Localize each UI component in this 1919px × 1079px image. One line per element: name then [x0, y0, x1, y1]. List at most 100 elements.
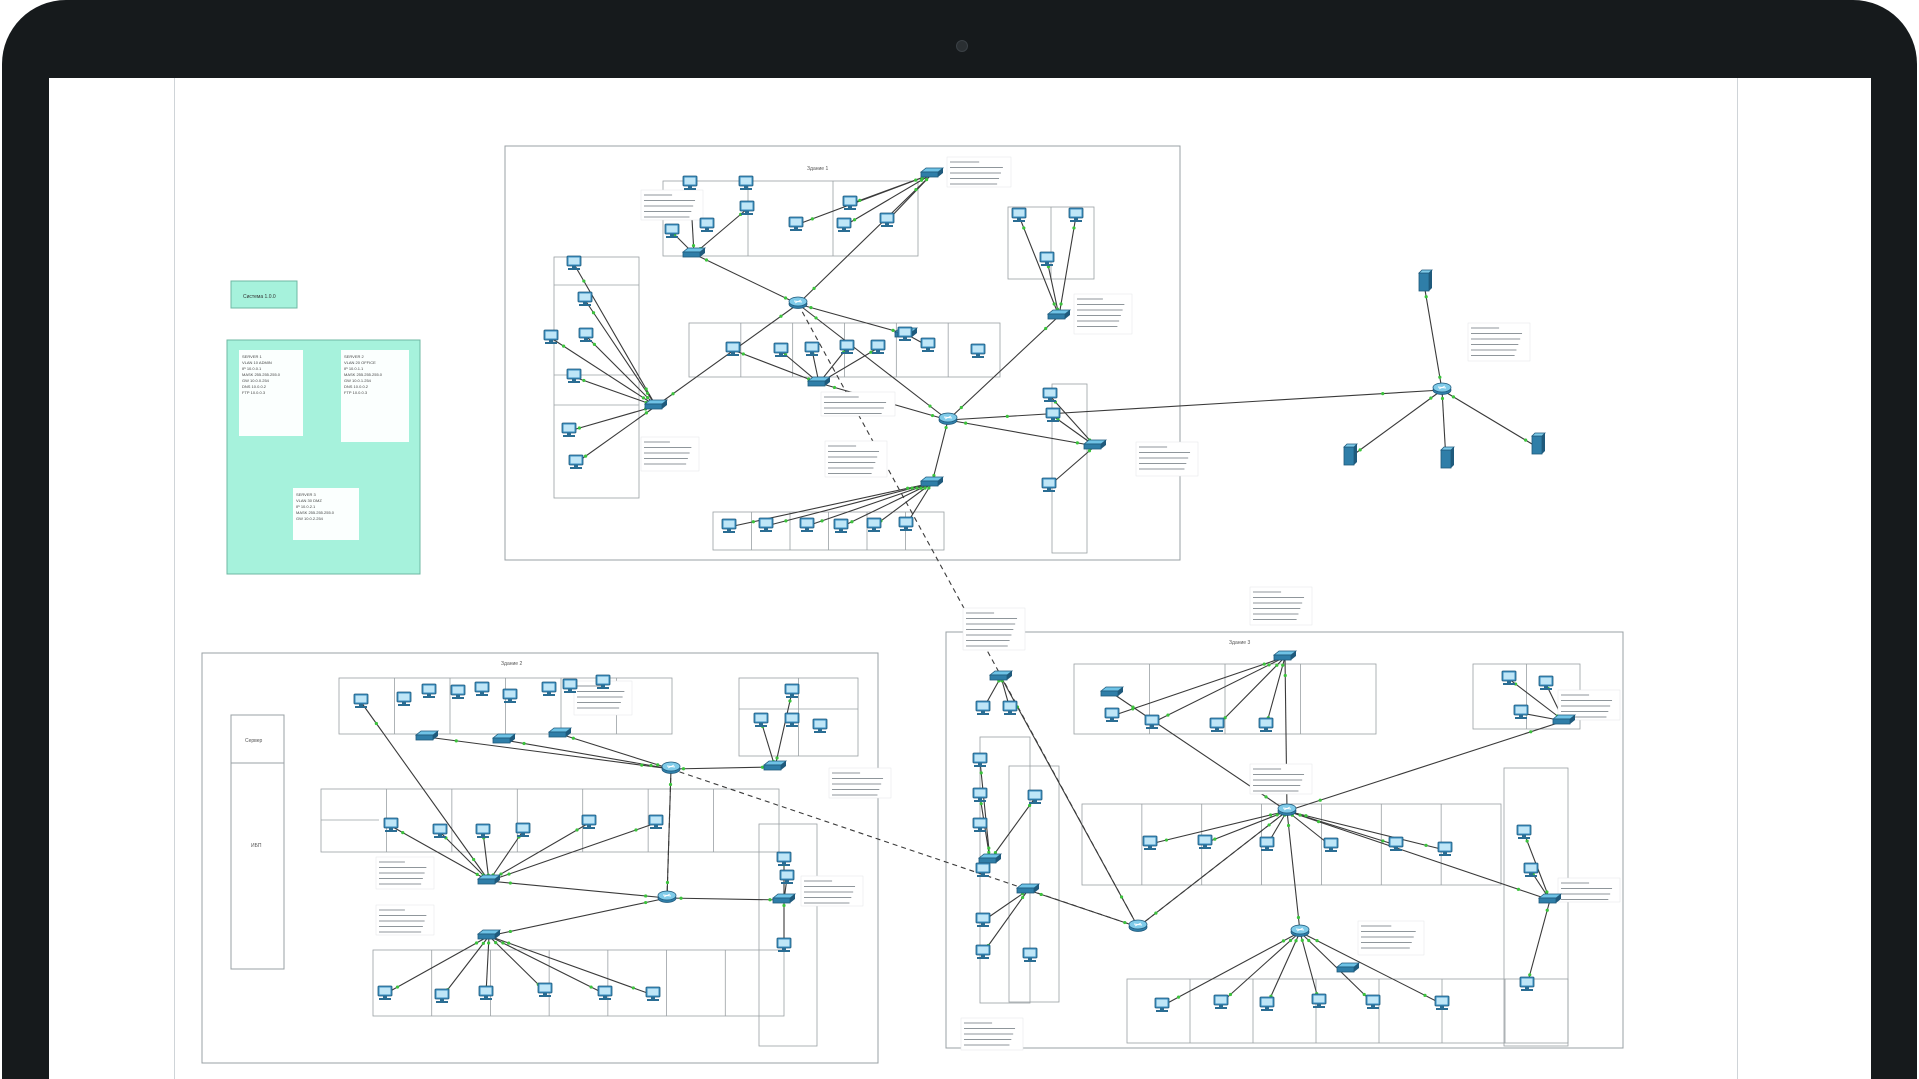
- network-link[interactable]: [441, 935, 490, 998]
- network-link[interactable]: [982, 889, 1029, 954]
- network-link[interactable]: [1286, 810, 1397, 846]
- pc-icon[interactable]: [753, 712, 769, 728]
- router-icon[interactable]: [661, 761, 681, 774]
- network-link[interactable]: [693, 253, 799, 305]
- network-link[interactable]: [488, 935, 606, 995]
- network-link[interactable]: [485, 935, 490, 995]
- network-link[interactable]: [760, 720, 776, 768]
- pc-icon[interactable]: [537, 982, 553, 998]
- network-link[interactable]: [979, 760, 991, 861]
- network-link[interactable]: [488, 830, 524, 882]
- side-rack[interactable]: [230, 714, 285, 970]
- pc-icon[interactable]: [478, 985, 494, 1001]
- network-link[interactable]: [390, 825, 490, 882]
- pc-icon[interactable]: [682, 175, 698, 191]
- network-link[interactable]: [584, 299, 657, 407]
- pc-icon[interactable]: [738, 175, 754, 191]
- pc-icon[interactable]: [432, 823, 448, 839]
- pc-icon[interactable]: [836, 217, 852, 233]
- network-link[interactable]: [482, 831, 490, 882]
- network-link[interactable]: [989, 797, 1036, 861]
- switch-icon[interactable]: [772, 893, 796, 904]
- pc-icon[interactable]: [353, 693, 369, 709]
- network-link[interactable]: [384, 935, 490, 995]
- pc-icon[interactable]: [1104, 707, 1120, 723]
- pc-icon[interactable]: [597, 985, 613, 1001]
- pc-icon[interactable]: [721, 518, 737, 534]
- network-link[interactable]: [439, 831, 490, 882]
- area-a[interactable]: [504, 145, 1181, 561]
- pc-icon[interactable]: [1039, 251, 1055, 267]
- network-link[interactable]: [1348, 389, 1443, 459]
- network-link[interactable]: [550, 337, 657, 407]
- pc-icon[interactable]: [543, 329, 559, 345]
- area-b[interactable]: [201, 652, 879, 1064]
- pc-icon[interactable]: [568, 454, 584, 470]
- switch-icon[interactable]: [548, 727, 572, 738]
- network-link[interactable]: [1111, 656, 1286, 717]
- router-icon[interactable]: [938, 412, 958, 425]
- pc-icon[interactable]: [1011, 207, 1027, 223]
- network-link[interactable]: [797, 303, 949, 421]
- network-link[interactable]: [1204, 810, 1288, 844]
- pc-icon[interactable]: [758, 517, 774, 533]
- network-link[interactable]: [575, 405, 657, 464]
- logical-workspace[interactable]: [174, 78, 1738, 1079]
- pc-icon[interactable]: [1437, 841, 1453, 857]
- pc-icon[interactable]: [833, 518, 849, 534]
- pc-icon[interactable]: [1519, 976, 1535, 992]
- pc-icon[interactable]: [664, 223, 680, 239]
- network-link[interactable]: [1265, 656, 1286, 727]
- network-link[interactable]: [931, 419, 949, 484]
- pc-icon[interactable]: [577, 291, 593, 307]
- network-link[interactable]: [573, 263, 657, 407]
- network-link[interactable]: [488, 822, 657, 882]
- network-link[interactable]: [886, 173, 933, 222]
- pc-icon[interactable]: [1022, 947, 1038, 963]
- legend-label-box[interactable]: [230, 280, 298, 309]
- switch-icon[interactable]: [763, 760, 787, 771]
- pc-icon[interactable]: [1213, 994, 1229, 1010]
- pc-icon[interactable]: [1388, 836, 1404, 852]
- switch-icon[interactable]: [477, 929, 501, 940]
- network-link[interactable]: [1286, 810, 1301, 933]
- network-link[interactable]: [1266, 931, 1301, 1006]
- server-icon[interactable]: [1531, 432, 1546, 455]
- pc-icon[interactable]: [1434, 995, 1450, 1011]
- pc-icon[interactable]: [970, 343, 986, 359]
- pc-icon[interactable]: [788, 216, 804, 232]
- pc-icon[interactable]: [920, 337, 936, 353]
- pc-icon[interactable]: [541, 681, 557, 697]
- network-link[interactable]: [765, 482, 933, 527]
- switch-icon[interactable]: [1083, 439, 1107, 450]
- serial-link[interactable]: [670, 768, 1139, 928]
- network-link[interactable]: [488, 880, 668, 899]
- pc-icon[interactable]: [1197, 834, 1213, 850]
- pc-icon[interactable]: [1516, 824, 1532, 840]
- pc-icon[interactable]: [812, 718, 828, 734]
- switch-icon[interactable]: [1273, 650, 1297, 661]
- switch-icon[interactable]: [415, 730, 439, 741]
- router-icon[interactable]: [1432, 382, 1452, 395]
- network-link[interactable]: [1299, 931, 1374, 1004]
- network-link[interactable]: [503, 739, 672, 770]
- network-link[interactable]: [806, 482, 933, 527]
- network-link[interactable]: [1161, 931, 1301, 1007]
- pc-icon[interactable]: [475, 823, 491, 839]
- pc-icon[interactable]: [581, 814, 597, 830]
- pc-icon[interactable]: [866, 517, 882, 533]
- network-link[interactable]: [488, 935, 654, 996]
- pc-icon[interactable]: [396, 691, 412, 707]
- pc-icon[interactable]: [474, 681, 490, 697]
- network-link[interactable]: [843, 173, 933, 227]
- switch-icon[interactable]: [1016, 883, 1040, 894]
- pc-icon[interactable]: [776, 851, 792, 867]
- pc-icon[interactable]: [1259, 996, 1275, 1012]
- switch-icon[interactable]: [1336, 962, 1360, 973]
- network-link[interactable]: [573, 376, 657, 407]
- pc-icon[interactable]: [1259, 836, 1275, 852]
- pc-icon[interactable]: [870, 339, 886, 355]
- network-link[interactable]: [1508, 678, 1565, 722]
- pc-icon[interactable]: [779, 869, 795, 885]
- router-icon[interactable]: [1290, 924, 1310, 937]
